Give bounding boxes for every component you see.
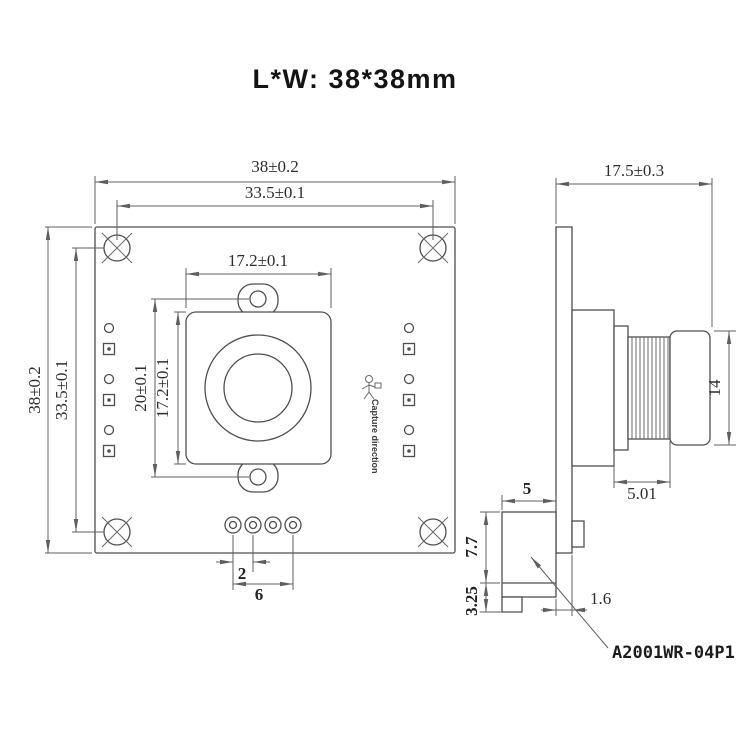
dim-barrel-length: 5.01 xyxy=(613,441,671,503)
capture-direction-label: Capture direction xyxy=(370,399,380,474)
dim-holder-height: 17.2±0.1 xyxy=(153,311,186,465)
thread-lines xyxy=(631,337,669,439)
dim-hole-span-vertical: 33.5±0.1 xyxy=(52,247,104,533)
dim-text-connector-below: 3.25 xyxy=(462,586,481,616)
threaded-barrel xyxy=(627,336,671,440)
part-number-label: A2001WR-04P1 xyxy=(612,643,735,663)
dim-lens-diameter: 14 xyxy=(705,330,736,446)
dim-text-holder-width: 17.2±0.1 xyxy=(228,251,288,270)
dim-holder-width: 17.2±0.1 xyxy=(185,251,332,308)
holder-screw-hole-top xyxy=(249,290,267,308)
dim-text-connector-width: 5 xyxy=(523,479,532,498)
dim-text-holder-height: 17.2±0.1 xyxy=(153,358,172,418)
dim-module-depth: 17.5±0.3 xyxy=(555,161,713,327)
connector-latch xyxy=(571,520,585,548)
pad-column-right xyxy=(402,322,416,458)
leader-line xyxy=(530,556,609,649)
dim-hole-span-horizontal: 33.5±0.1 xyxy=(116,183,434,240)
page-title: L*W: 38*38mm xyxy=(252,64,457,94)
dim-text-pin-span: 6 xyxy=(255,585,264,604)
connector-side xyxy=(501,511,585,613)
dim-board-height: 38±0.2 xyxy=(25,226,92,554)
holder-screw-hole-bottom xyxy=(249,468,267,486)
lens-holder xyxy=(185,283,332,493)
dim-pin-pitch: 2 xyxy=(216,535,270,590)
dim-connector-width: 5 xyxy=(501,479,557,510)
connector-tab xyxy=(501,596,523,613)
pad-column-left xyxy=(102,322,116,458)
dim-holder-hole-span: 20±0.1 xyxy=(131,298,249,478)
dim-board-width: 38±0.2 xyxy=(94,157,456,224)
dim-text-board-width: 38±0.2 xyxy=(251,157,299,176)
mounting-hole xyxy=(417,516,449,548)
front-view: Capture direction 38±0.2 33.5±0.1 17.2±0… xyxy=(25,157,456,604)
dim-text-connector-height: 7.7 xyxy=(462,536,481,558)
dim-text-hole-span-h: 33.5±0.1 xyxy=(245,183,305,202)
dim-text-board-height: 38±0.2 xyxy=(25,366,44,414)
connector-pins xyxy=(224,516,302,534)
person-icon xyxy=(361,375,382,400)
dim-text-pcb-thickness: 1.6 xyxy=(590,589,611,608)
capture-direction-mark: Capture direction xyxy=(361,375,382,474)
solder-pads xyxy=(102,322,416,458)
lens-aperture-circle xyxy=(223,353,293,423)
dim-connector-height: 7.7 xyxy=(462,511,500,584)
side-view: 17.5±0.3 14 5.01 5 7.7 3.25 xyxy=(462,161,736,663)
dim-pin-span: 6 xyxy=(233,535,294,604)
dim-text-pin-pitch: 2 xyxy=(238,564,247,583)
dim-text-lens-diameter: 14 xyxy=(705,379,724,397)
connector-body xyxy=(501,511,557,598)
dim-text-holder-hole-span: 20±0.1 xyxy=(131,364,150,412)
dim-connector-below: 3.25 xyxy=(462,583,520,616)
lens-front xyxy=(669,330,711,446)
holder-block-side xyxy=(571,309,615,467)
pcb-edge xyxy=(555,226,573,554)
holder-step-side xyxy=(613,325,629,451)
dim-text-barrel-length: 5.01 xyxy=(627,484,657,503)
part-number-callout: A2001WR-04P1 xyxy=(530,556,735,663)
dim-text-hole-span-v: 33.5±0.1 xyxy=(52,360,71,420)
dim-text-module-depth: 17.5±0.3 xyxy=(604,161,664,180)
